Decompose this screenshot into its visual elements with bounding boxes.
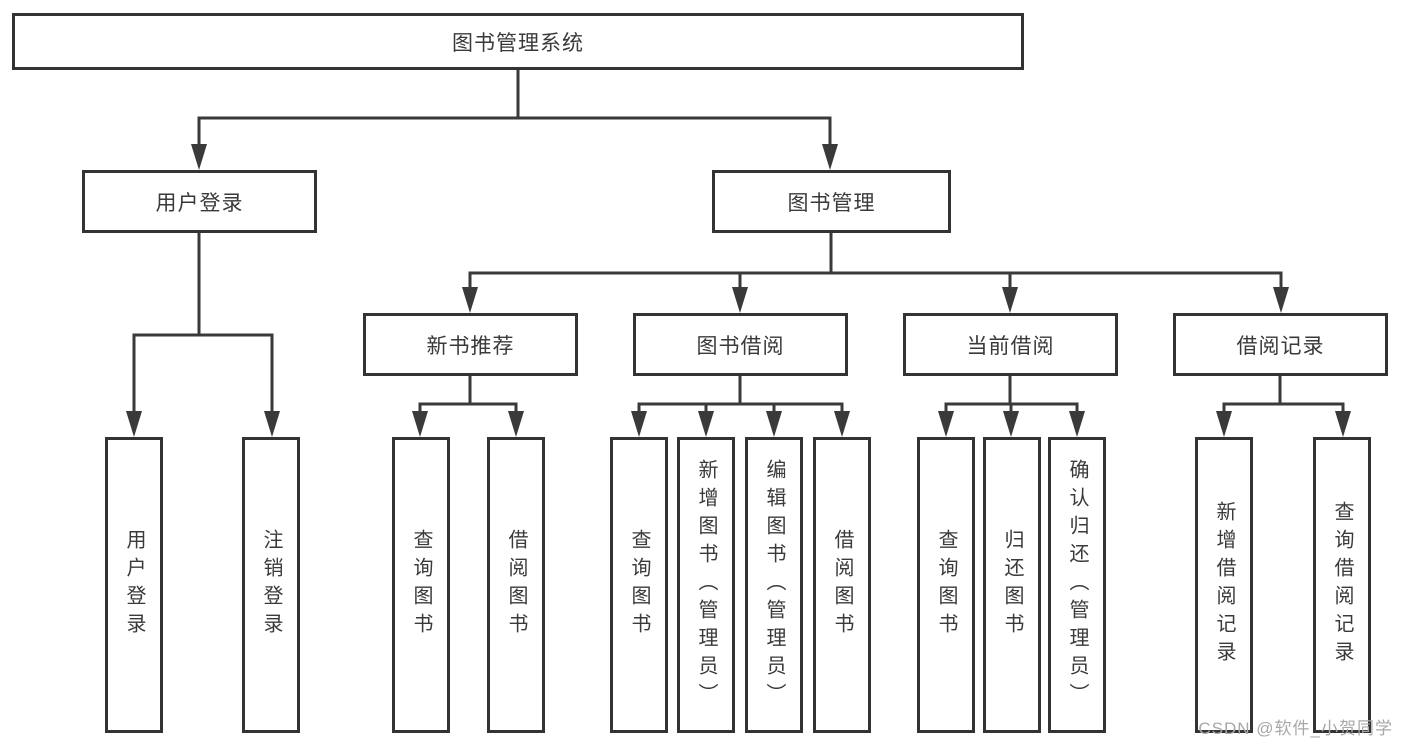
leaf-return-books: 归还图书 <box>983 437 1041 733</box>
leaf-return-books-label: 归还图书 <box>1001 529 1023 641</box>
leaf-query-books-1-label: 查询图书 <box>410 529 432 641</box>
node-book-borrowing-label: 图书借阅 <box>696 334 785 358</box>
node-current-borrowing: 当前借阅 <box>903 313 1118 376</box>
leaf-confirm-return-admin: 确认归还（管理员） <box>1048 437 1106 733</box>
leaf-user-login-label: 用户登录 <box>123 529 145 641</box>
leaf-query-books-3: 查询图书 <box>917 437 975 733</box>
node-new-book-recommendation-label: 新书推荐 <box>426 334 515 358</box>
leaf-query-books-2-label: 查询图书 <box>628 529 650 641</box>
leaf-add-books-admin-label: 新增图书（管理员） <box>695 459 717 711</box>
leaf-edit-books-admin-label: 编辑图书（管理员） <box>763 459 785 711</box>
watermark: CSDN @软件_小贺同学 <box>1198 719 1393 738</box>
leaf-add-books-admin: 新增图书（管理员） <box>677 437 735 733</box>
leaf-user-login: 用户登录 <box>105 437 163 733</box>
leaf-add-borrow-record-label: 新增借阅记录 <box>1213 501 1235 669</box>
node-root-label: 图书管理系统 <box>452 31 584 55</box>
leaf-query-borrow-record: 查询借阅记录 <box>1313 437 1371 733</box>
leaf-borrow-books-1-label: 借阅图书 <box>505 529 527 641</box>
node-book-borrowing: 图书借阅 <box>633 313 848 376</box>
node-user-login-label: 用户登录 <box>155 191 244 215</box>
node-new-book-recommendation: 新书推荐 <box>363 313 578 376</box>
leaf-query-books-2: 查询图书 <box>610 437 668 733</box>
node-book-management: 图书管理 <box>712 170 951 233</box>
leaf-borrow-books-2-label: 借阅图书 <box>831 529 853 641</box>
leaf-logout-label: 注销登录 <box>260 529 282 641</box>
leaf-borrow-books-2: 借阅图书 <box>813 437 871 733</box>
node-borrowing-records: 借阅记录 <box>1173 313 1388 376</box>
leaf-query-borrow-record-label: 查询借阅记录 <box>1331 501 1353 669</box>
leaf-borrow-books-1: 借阅图书 <box>487 437 545 733</box>
leaf-query-books-1: 查询图书 <box>392 437 450 733</box>
leaf-edit-books-admin: 编辑图书（管理员） <box>745 437 803 733</box>
leaf-query-books-3-label: 查询图书 <box>935 529 957 641</box>
node-root: 图书管理系统 <box>12 13 1024 70</box>
node-book-management-label: 图书管理 <box>787 191 876 215</box>
arrowheads <box>126 144 1351 437</box>
leaf-add-borrow-record: 新增借阅记录 <box>1195 437 1253 733</box>
node-borrowing-records-label: 借阅记录 <box>1236 334 1325 358</box>
leaf-confirm-return-admin-label: 确认归还（管理员） <box>1066 459 1088 711</box>
leaf-logout: 注销登录 <box>242 437 300 733</box>
node-user-login: 用户登录 <box>82 170 317 233</box>
node-current-borrowing-label: 当前借阅 <box>966 334 1055 358</box>
